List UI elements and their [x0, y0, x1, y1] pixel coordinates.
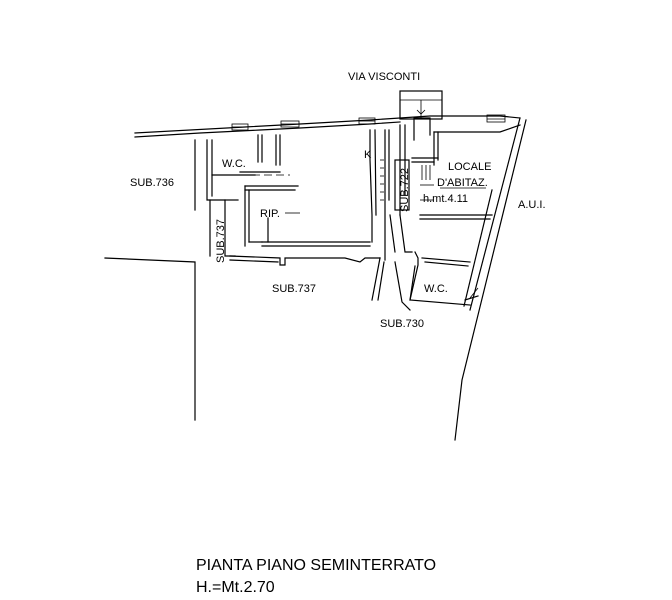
sub737-label: SUB.737	[272, 283, 316, 295]
plan-walls	[104, 90, 527, 441]
locale-label: LOCALE	[448, 161, 491, 173]
abitaz-label: D'ABITAZ.	[437, 177, 488, 189]
plan-title: PIANTA PIANO SEMINTERRATO	[196, 557, 436, 574]
plan-height: H.=Mt.2.70	[196, 579, 275, 596]
stair-hatch	[380, 159, 486, 201]
kitchen-label: K	[364, 149, 372, 161]
sub722-label: SUB.722	[399, 168, 411, 212]
street-label: VIA VISCONTI	[348, 71, 420, 83]
wc-left-label: W.C.	[222, 158, 246, 170]
window-markers	[231, 114, 506, 131]
wc-right-label: W.C.	[424, 283, 448, 295]
room-height-label: h.mt.4.11	[423, 193, 468, 205]
sub730-label: SUB.730	[380, 318, 424, 330]
rip-label: RIP.	[260, 208, 280, 220]
sub737-vertical-label: SUB.737	[215, 219, 227, 263]
aui-label: A.U.I.	[518, 199, 546, 211]
sub736-label: SUB.736	[130, 177, 174, 189]
